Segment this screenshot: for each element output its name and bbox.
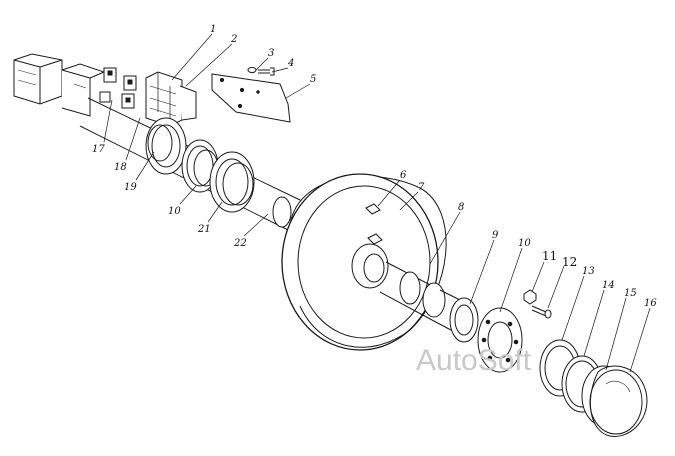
- label-16: 16: [644, 298, 657, 309]
- label-10: 10: [518, 238, 531, 249]
- label-12: 12: [562, 255, 577, 269]
- label-21: 21: [197, 224, 211, 235]
- label-22: 22: [233, 238, 247, 249]
- bolt-and-washer: [247, 66, 275, 76]
- label-4: 4: [287, 58, 294, 69]
- ring-10: [181, 139, 219, 193]
- leader-lines: [103, 33, 651, 373]
- label-8: 8: [458, 202, 464, 213]
- label-6: 6: [400, 170, 407, 181]
- rotor-disc: [281, 173, 447, 351]
- hub-sleeve: [379, 261, 479, 343]
- cover-plate: [211, 73, 291, 123]
- ring-22: [272, 196, 292, 228]
- end-cap: [589, 365, 648, 437]
- label-17: 17: [92, 144, 105, 155]
- flange: [477, 307, 523, 373]
- label-5: 5: [310, 74, 316, 85]
- label-10-lower: 10: [168, 206, 181, 217]
- label-11: 11: [542, 249, 557, 263]
- end-block: [13, 53, 106, 117]
- bolt: [531, 305, 552, 319]
- ring-19: [145, 117, 187, 175]
- bracket: [145, 71, 197, 127]
- watermark-text: AutoSoft: [416, 344, 532, 377]
- label-7: 7: [418, 182, 425, 193]
- label-13: 13: [582, 266, 595, 277]
- ring-21: [209, 151, 255, 213]
- small-plates: [99, 67, 137, 109]
- label-1: 1: [210, 24, 216, 35]
- label-18: 18: [114, 162, 127, 173]
- label-15: 15: [624, 288, 637, 299]
- part-labels: 1 2 3 4 5 6 7 8 9 10 11 12 13 14 15 16 1…: [92, 24, 657, 309]
- label-14: 14: [602, 280, 615, 291]
- label-19: 19: [124, 182, 137, 193]
- label-2: 2: [230, 34, 237, 45]
- label-9: 9: [492, 230, 499, 241]
- nut: [523, 289, 537, 305]
- label-3: 3: [268, 48, 274, 59]
- rotor-bolt: [365, 203, 381, 215]
